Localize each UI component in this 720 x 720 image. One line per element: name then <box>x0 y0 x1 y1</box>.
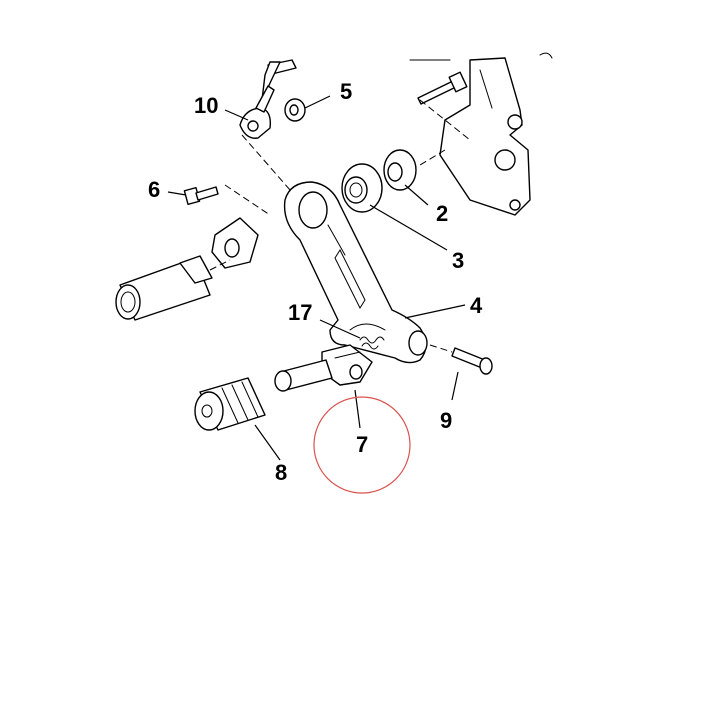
return-spring <box>359 336 385 350</box>
callout-9: 9 <box>440 408 452 433</box>
shift-shaft-tube <box>115 255 231 321</box>
linkage-bolt <box>183 186 219 206</box>
rod-bushing <box>284 98 306 122</box>
footpeg-rubber <box>194 377 266 431</box>
callout-2: 2 <box>436 201 448 226</box>
shift-lever-arm <box>283 181 428 364</box>
pivot-bearing <box>341 163 383 213</box>
callout-8: 8 <box>275 460 287 485</box>
frame-bracket <box>409 52 553 216</box>
callout-7: 7 <box>356 432 368 457</box>
callout-6: 6 <box>148 177 160 202</box>
pivot-washer <box>383 149 417 191</box>
rod-end <box>239 85 275 139</box>
pivot-pin <box>451 347 493 375</box>
highlight-circle <box>313 396 411 494</box>
callout-3: 3 <box>452 248 464 273</box>
footpeg-pivot <box>321 344 373 386</box>
callout-4: 4 <box>470 293 483 318</box>
callout-5: 5 <box>340 79 352 104</box>
callout-10: 10 <box>194 93 218 118</box>
callout-17: 17 <box>288 300 312 325</box>
footpeg-pin <box>274 359 333 392</box>
linkage-clevis <box>211 217 259 269</box>
leader-lines <box>167 95 466 461</box>
bracket-bolt <box>417 71 468 105</box>
